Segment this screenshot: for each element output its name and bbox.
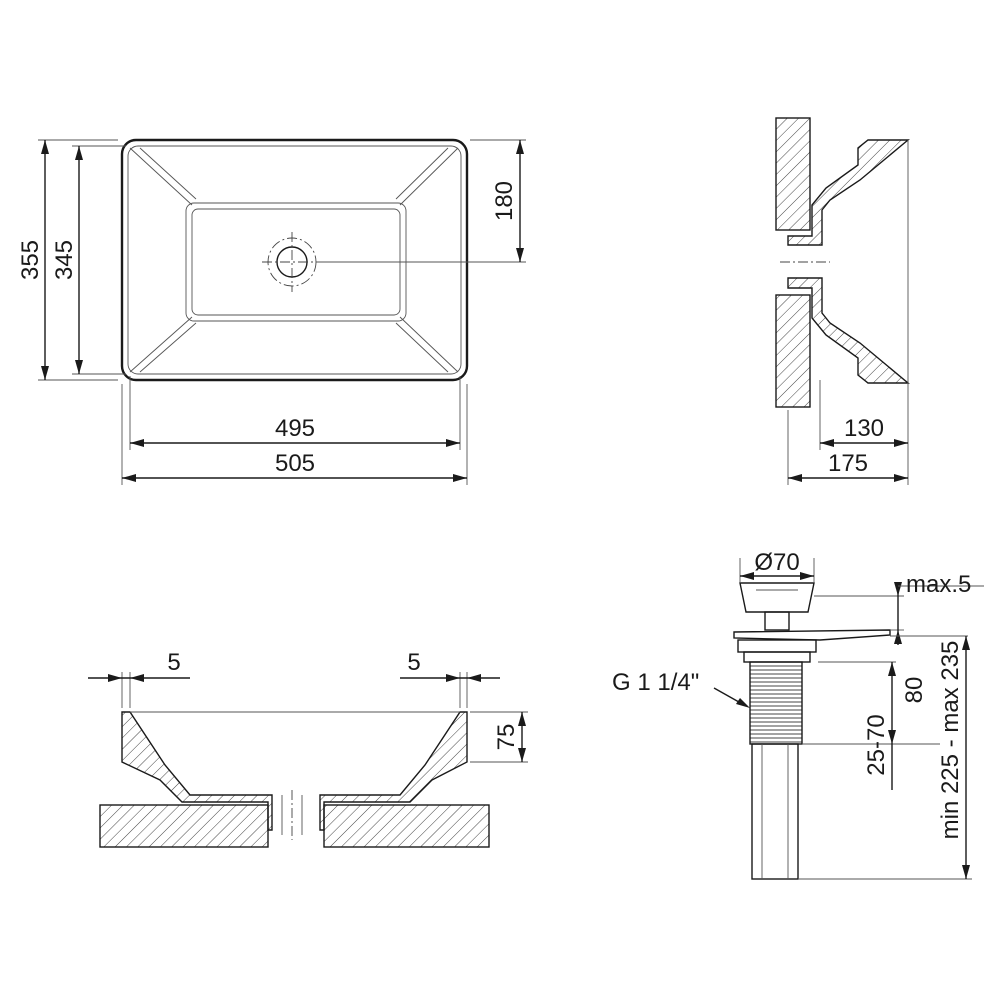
drain-view: Ø70 max.5 G 1 1/4" 80 25-70 min 225 - ma… (612, 549, 984, 880)
section-countertop-left (99, 804, 269, 848)
section-countertop-right (323, 804, 490, 848)
side-view: 130 175 (775, 117, 910, 485)
drain-tailpipe (751, 743, 799, 880)
dim-wall-right: 5 (407, 649, 420, 676)
dim-max-rise: max.5 (906, 571, 971, 598)
section-basin-left-wall (121, 711, 273, 831)
basin-outer-outline (120, 138, 469, 382)
dim-wall-left: 5 (167, 649, 180, 676)
dim-drain-offset: 180 (491, 181, 518, 221)
drain-cap (739, 582, 815, 613)
drain-threaded-body (749, 661, 803, 745)
dim-depth-from-wall: 175 (828, 450, 868, 477)
drain-hole (262, 232, 322, 292)
dim-outer-depth: 355 (17, 240, 44, 280)
section-view: 5 5 75 (88, 649, 528, 848)
dim-outer-width: 505 (275, 450, 315, 477)
thread-label: G 1 1/4" (612, 669, 699, 696)
basin-rim-inner (127, 145, 462, 375)
section-basin-right-wall (319, 711, 468, 831)
slope-lines (129, 147, 459, 373)
dim-total: min 225 - max 235 (937, 641, 964, 840)
dim-height: 75 (493, 724, 520, 751)
drain-stem (764, 611, 790, 631)
basin-profile-upper (787, 139, 910, 246)
basin-profile-lower (787, 277, 910, 384)
dim-inner-depth: 345 (51, 240, 78, 280)
dim-range-25-70: 25-70 (863, 714, 890, 775)
countertop-upper (775, 117, 811, 231)
dim-inner-width: 495 (275, 415, 315, 442)
dim-body-80: 80 (901, 677, 928, 704)
countertop-lower (775, 294, 811, 408)
dim-bowl-projection: 130 (844, 415, 884, 442)
dim-cap-diameter: Ø70 (754, 549, 799, 576)
drain-flange (733, 629, 891, 641)
top-view: 495 505 355 345 180 (17, 138, 526, 485)
